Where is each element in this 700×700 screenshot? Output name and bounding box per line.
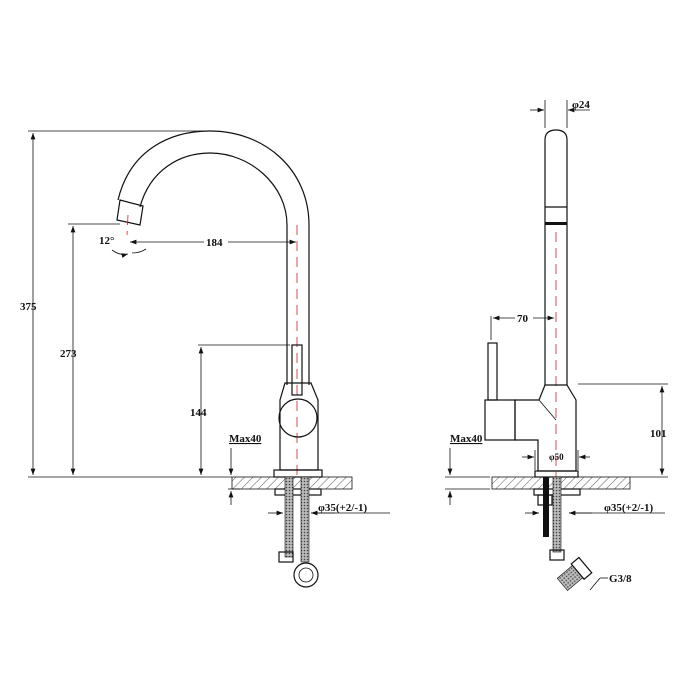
lever xyxy=(291,344,303,396)
dim-overall-height: 375 xyxy=(20,301,37,313)
dim-body-height: 101 xyxy=(650,428,667,440)
front-view: 375 273 184 12° 144 Max40 φ35(+2/-1) xyxy=(20,130,390,588)
dim-hole-diameter: φ35(+2/-1) xyxy=(318,502,368,514)
dim-hole-diameter: φ35(+2/-1) xyxy=(604,502,654,514)
spout-outer xyxy=(117,130,310,385)
aerator xyxy=(116,199,144,226)
handle-body xyxy=(279,382,319,471)
spout-tube xyxy=(544,129,568,385)
handle-block xyxy=(484,399,516,441)
hose-nut xyxy=(293,562,319,588)
dim-base-diameter: φ50 xyxy=(549,452,564,462)
hose-fitting xyxy=(278,551,294,563)
angle-connector xyxy=(556,556,593,591)
handle-body xyxy=(514,384,577,472)
dim-max-thickness: Max40 xyxy=(229,433,262,445)
dim-lever-height: 144 xyxy=(190,407,207,419)
mounting-rod xyxy=(543,477,549,537)
lever xyxy=(487,342,498,401)
dim-max-thickness: Max40 xyxy=(450,433,483,445)
hose-left xyxy=(284,476,294,558)
hose-right xyxy=(300,476,310,563)
dim-spout-angle: 12° xyxy=(99,235,114,247)
dim-spout-diameter: φ24 xyxy=(572,99,590,111)
dim-lever-offset: 70 xyxy=(517,313,529,325)
side-view: φ24 70 101 Max40 φ50 φ35(+2/-1) G3/8 xyxy=(445,99,668,591)
cartridge-circle xyxy=(278,398,318,438)
hose xyxy=(552,476,562,553)
hose-fitting xyxy=(549,549,565,561)
dim-spout-height: 273 xyxy=(60,348,77,360)
dim-thread: G3/8 xyxy=(609,573,632,585)
aerator xyxy=(545,222,567,225)
spout-inner xyxy=(139,152,288,385)
dim-spout-reach: 184 xyxy=(206,237,223,249)
